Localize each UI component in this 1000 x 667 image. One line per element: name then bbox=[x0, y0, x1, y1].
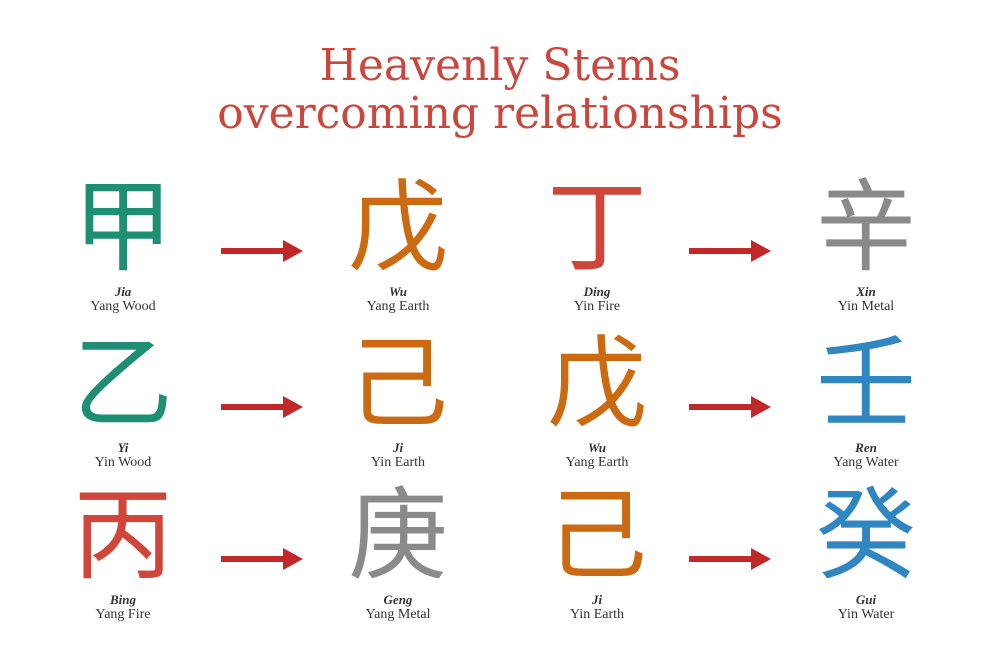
stem-pinyin: Ji bbox=[392, 440, 404, 455]
stem-character: 甲 bbox=[73, 169, 173, 286]
stem-character: 辛 bbox=[816, 169, 916, 286]
stem-element: Yang Wood bbox=[90, 299, 156, 314]
stem-character: 庚 bbox=[348, 477, 448, 594]
stem-element: Yin Metal bbox=[837, 299, 895, 314]
stem-character: 癸 bbox=[816, 477, 916, 594]
stem-pinyin: Jia bbox=[114, 284, 132, 299]
stem-character: 乙 bbox=[73, 325, 173, 442]
stem-character: 戊 bbox=[547, 325, 647, 442]
diagram-title: Heavenly Stems overcoming relationships bbox=[0, 42, 1000, 138]
stem-element: Yin Earth bbox=[569, 607, 625, 622]
stem-element: Yang Metal bbox=[365, 607, 431, 622]
stem-element: Yin Fire bbox=[573, 299, 621, 314]
stem-character: 己 bbox=[547, 477, 647, 594]
stem-pinyin: Ren bbox=[855, 440, 877, 455]
stem-character: 壬 bbox=[816, 325, 916, 442]
stem-pinyin: Ji bbox=[591, 592, 603, 607]
stem-element: Yang Fire bbox=[95, 607, 151, 622]
stem-pinyin: Wu bbox=[587, 440, 607, 455]
stem-element: Yin Wood bbox=[94, 455, 152, 470]
stem-element: Yang Water bbox=[833, 455, 899, 470]
stem-pinyin: Yi bbox=[117, 440, 129, 455]
stem-character: 丁 bbox=[547, 169, 647, 286]
arrow-right-icon bbox=[221, 240, 303, 262]
stem-character: 丙 bbox=[73, 477, 173, 594]
arrow-right-icon bbox=[221, 396, 303, 418]
title-line-2: overcoming relationships bbox=[217, 88, 783, 139]
stem-character: 戊 bbox=[348, 169, 448, 286]
arrow-right-icon bbox=[689, 240, 771, 262]
stem-pinyin: Xin bbox=[856, 284, 876, 299]
stem-pinyin: Ding bbox=[583, 284, 611, 299]
stem-pinyin: Geng bbox=[383, 592, 413, 607]
stem-element: Yang Earth bbox=[565, 455, 629, 470]
stem-pinyin: Gui bbox=[855, 592, 877, 607]
stem-pinyin: Bing bbox=[109, 592, 136, 607]
title-line-1: Heavenly Stems bbox=[319, 40, 681, 91]
arrow-right-icon bbox=[221, 548, 303, 570]
stem-element: Yang Earth bbox=[366, 299, 430, 314]
arrow-right-icon bbox=[689, 548, 771, 570]
stem-pinyin: Wu bbox=[388, 284, 408, 299]
arrow-right-icon bbox=[689, 396, 771, 418]
stem-element: Yin Earth bbox=[370, 455, 426, 470]
stem-character: 己 bbox=[348, 325, 448, 442]
stem-element: Yin Water bbox=[837, 607, 895, 622]
